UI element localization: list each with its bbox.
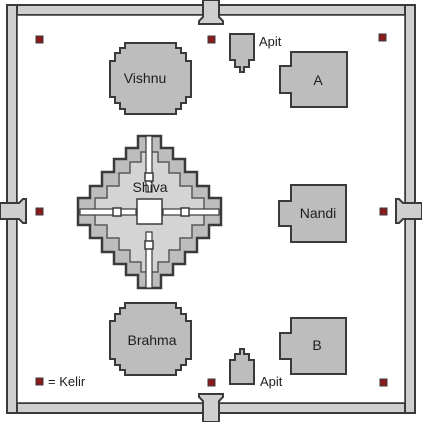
- legend-kelir-text: = Kelir: [48, 374, 86, 389]
- shiva-corridor-south: [145, 231, 153, 289]
- shiva-label: Shiva: [132, 179, 167, 195]
- building-a-label: A: [313, 72, 323, 88]
- wall-left-bottom: [6, 218, 18, 414]
- apit-bottom: Apit: [229, 348, 283, 389]
- kelir-marker: [378, 33, 387, 42]
- apit-bottom-building: [229, 348, 255, 385]
- kelir-marker: [379, 207, 388, 216]
- brahma-building: [109, 302, 192, 376]
- building-b: B: [279, 317, 347, 375]
- kelir-marker: [207, 35, 216, 44]
- building-a-shape: [279, 51, 348, 108]
- shiva-chamber-north: [144, 172, 154, 182]
- legend: = Kelir: [35, 374, 86, 389]
- shiva-temple: Shiva: [76, 134, 223, 290]
- shiva-chamber-west: [112, 207, 122, 217]
- shiva-corridor-west: [79, 208, 137, 216]
- vishnu-temple: Vishnu: [109, 42, 192, 115]
- building-a: A: [279, 51, 348, 108]
- wall-top-right: [218, 4, 416, 16]
- brahma-label: Brahma: [127, 332, 176, 348]
- shiva-corridor-north: [145, 135, 153, 193]
- gate-west: [0, 198, 27, 224]
- wall-bottom-left: [6, 402, 204, 414]
- wall-right-bottom: [404, 218, 416, 414]
- wall-top-left: [6, 4, 204, 16]
- wall-right-top: [404, 4, 416, 204]
- gate-east: [395, 198, 422, 224]
- vishnu-label: Vishnu: [124, 70, 167, 86]
- wall-bottom-right: [218, 402, 416, 414]
- kelir-markers: [35, 33, 388, 387]
- building-b-shape: [279, 317, 347, 375]
- nandi-label: Nandi: [300, 205, 337, 221]
- apit-top-building: [229, 33, 255, 73]
- shiva-sanctum: [136, 198, 163, 225]
- apit-bottom-label: Apit: [260, 374, 283, 389]
- vishnu-building: [109, 42, 192, 115]
- wall-left-top: [6, 4, 18, 204]
- building-b-label: B: [312, 337, 321, 353]
- kelir-marker: [207, 378, 216, 387]
- kelir-marker: [35, 207, 44, 216]
- apit-top-label: Apit: [259, 34, 282, 49]
- nandi-building: [278, 184, 347, 243]
- gate-north: [198, 0, 224, 25]
- shiva-chamber-south: [144, 240, 154, 250]
- kelir-marker: [35, 35, 44, 44]
- apit-top: Apit: [229, 33, 282, 73]
- gate-south: [198, 393, 224, 422]
- shiva-chamber-east: [180, 207, 190, 217]
- legend-kelir-swatch: [35, 377, 44, 386]
- kelir-marker: [379, 378, 388, 387]
- shiva-corridor-east: [162, 208, 220, 216]
- nandi-temple: Nandi: [278, 184, 347, 243]
- brahma-temple: Brahma: [109, 302, 192, 376]
